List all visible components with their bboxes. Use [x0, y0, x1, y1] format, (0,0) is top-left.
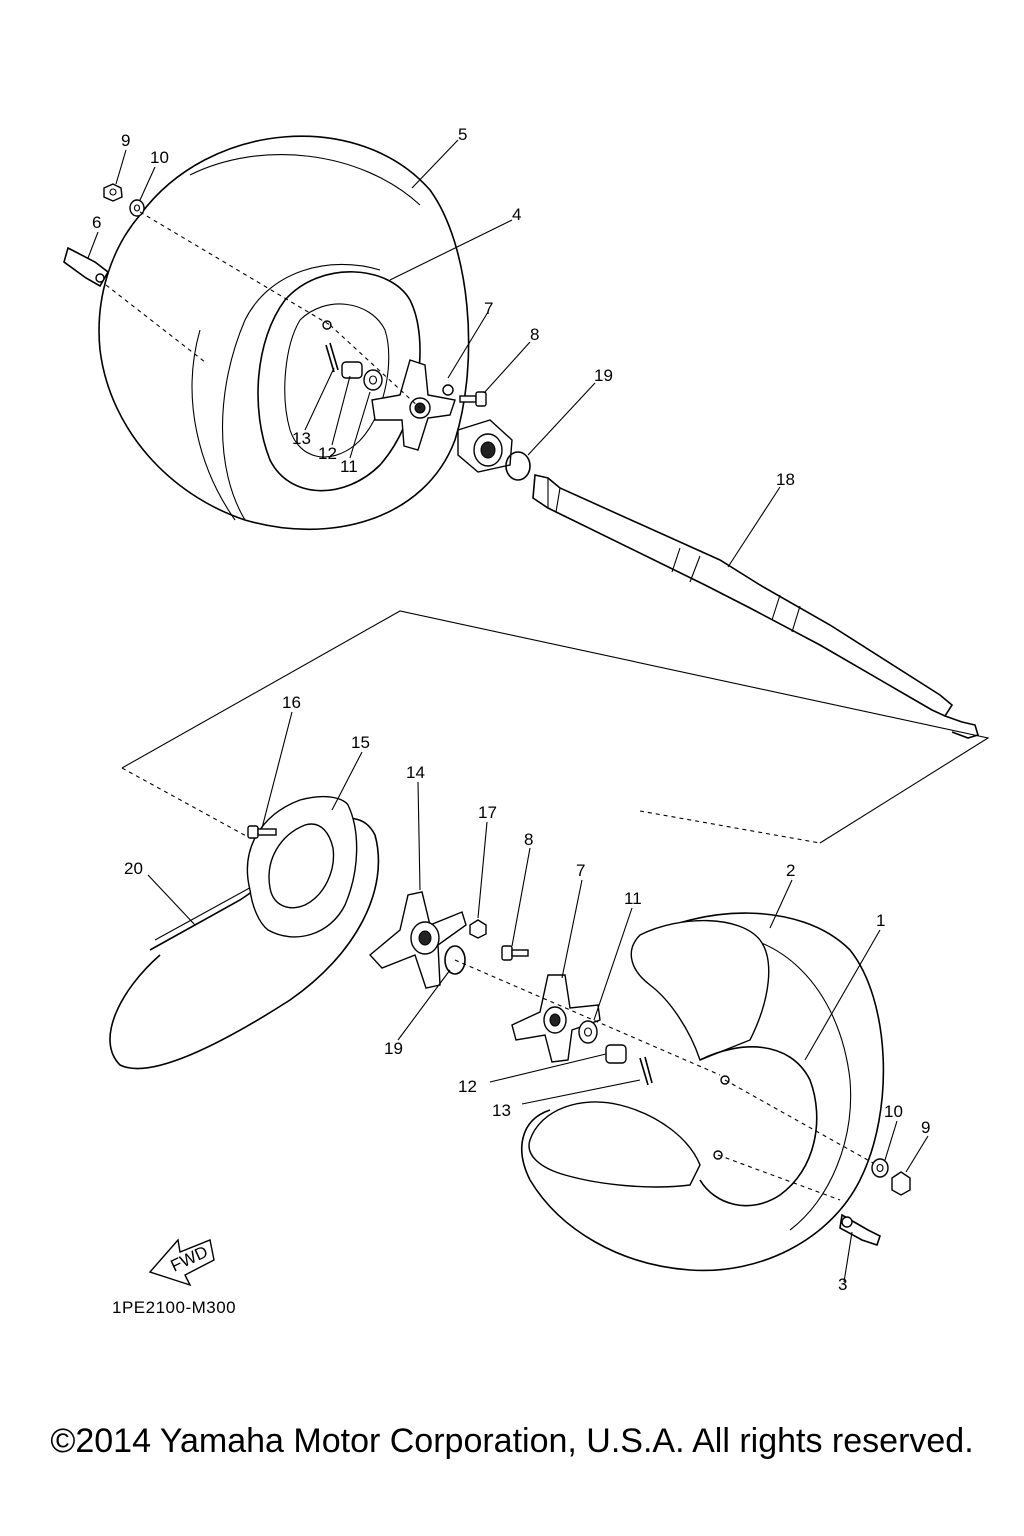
upper-nut-9	[103, 183, 123, 202]
callout-8-lower: 8	[524, 830, 533, 849]
callout-9-lower: 9	[921, 1118, 930, 1137]
upper-o-ring-19	[505, 451, 531, 481]
upper-castle-nut-12	[341, 361, 363, 379]
cotter-pin-13-lower	[639, 1056, 653, 1086]
upper-rim	[257, 271, 421, 492]
callout-19-lower: 19	[384, 1039, 403, 1058]
leader-lines	[87, 139, 929, 1283]
castle-nut-12-lower	[605, 1044, 627, 1064]
callout-11-lower: 11	[624, 889, 642, 908]
washer-11-lower	[578, 1020, 598, 1044]
upper-valve-stem	[63, 246, 110, 288]
assembly-guide-frame	[121, 610, 990, 844]
callout-1: 1	[876, 911, 885, 930]
callout-7-upper: 7	[484, 299, 493, 318]
callout-3: 3	[838, 1275, 847, 1294]
lower-nut-9	[891, 1171, 911, 1196]
axle-18	[532, 474, 979, 739]
callout-11-upper: 11	[340, 457, 358, 476]
upper-hub-7	[371, 359, 456, 451]
callout-8-upper: 8	[530, 325, 539, 344]
callout-18: 18	[776, 470, 795, 489]
callout-10-upper: 10	[150, 148, 169, 167]
callout-15: 15	[351, 733, 370, 752]
callout-20: 20	[124, 859, 143, 878]
callout-9-upper: 9	[121, 131, 130, 150]
o-ring-19-lower	[444, 945, 466, 975]
upper-tire	[98, 135, 470, 531]
upper-cotter-pin-13	[325, 342, 339, 373]
upper-bearing-housing	[457, 419, 513, 473]
callout-16: 16	[282, 693, 301, 712]
callout-6: 6	[92, 213, 101, 232]
callout-19-upper: 19	[594, 366, 613, 385]
callout-17: 17	[478, 803, 497, 822]
callout-12-lower: 12	[458, 1077, 477, 1096]
callout-7-lower: 7	[576, 861, 585, 880]
callout-5: 5	[458, 125, 467, 144]
callout-numbers: 9 10 6 5 4 7 8 19 13 12 11 18 16 15 14 1…	[92, 125, 930, 1294]
callout-13-lower: 13	[492, 1101, 511, 1120]
callout-13-upper: 13	[292, 429, 311, 448]
bolt-8-lower	[501, 945, 529, 961]
lower-washer-10	[871, 1158, 889, 1178]
callout-12-upper: 12	[318, 444, 337, 463]
callout-10-lower: 10	[884, 1102, 903, 1121]
figure-code: 1PE2100-M300	[112, 1298, 237, 1317]
nut-17	[469, 919, 487, 939]
callout-2: 2	[786, 861, 795, 880]
upper-bolt-8	[459, 391, 487, 407]
callout-4: 4	[512, 205, 521, 224]
hub-7-lower	[511, 974, 601, 1063]
lower-rim-1	[699, 1046, 818, 1207]
upper-washer-11	[363, 369, 383, 391]
sprocket-bolt-16	[247, 825, 277, 839]
sprocket-15	[246, 796, 358, 938]
callout-14: 14	[406, 763, 425, 782]
copyright-notice: ©2014 Yamaha Motor Corporation, U.S.A. A…	[50, 1422, 974, 1460]
fwd-arrow-icon: FWD	[148, 1238, 215, 1287]
lower-rim-half-outer	[528, 919, 770, 1188]
sprocket-hub-14	[368, 891, 467, 989]
lower-valve-stem-3	[839, 1213, 881, 1247]
